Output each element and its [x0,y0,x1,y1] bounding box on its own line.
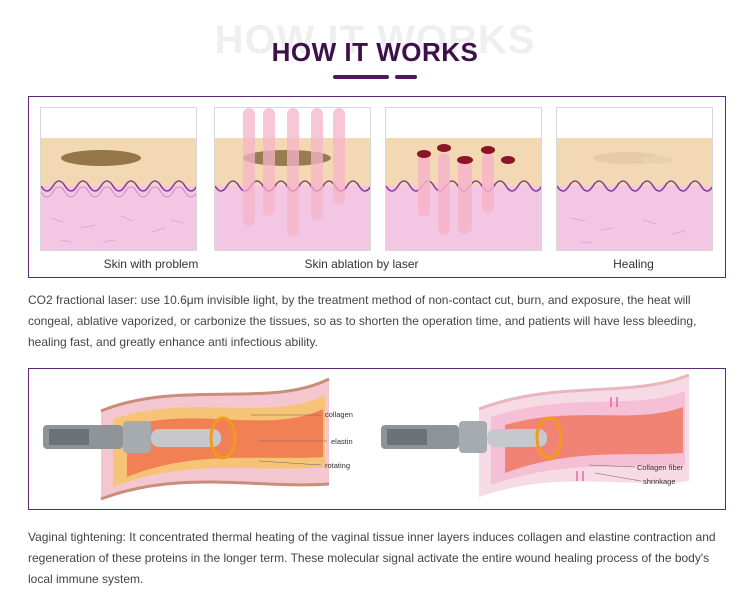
caption-skin-ablation: Skin ablation by laser [304,257,419,271]
stage-tile-problem [40,107,197,251]
label-collagen-fiber: Collagen fiber [637,463,684,472]
co2-laser-description: CO2 fractional laser: use 10.6μm invisib… [28,293,697,349]
stage-tile-laser-channels [385,107,542,251]
title-underline-left [333,75,389,79]
vaginal-diagram: collagen elastin rotating Collagen fiber… [43,373,690,501]
stage-tile-healing [556,107,713,251]
vaginal-diagram-panel: collagen elastin rotating Collagen fiber… [28,368,726,510]
section-header: HOW IT WORKS HOW IT WORKS [0,0,750,90]
skin-stages-panel: Skin with problem Skin ablation by laser… [28,96,726,278]
caption-healing: Healing [613,257,654,271]
header-ghost-text: HOW IT WORKS [214,18,536,62]
title-underline-right [395,75,417,79]
label-elastin: elastin [331,437,353,446]
vaginal-tightening-description: Vaginal tightening: It concentrated ther… [28,530,716,586]
caption-skin-with-problem: Skin with problem [103,257,199,271]
label-collagen: collagen [325,410,353,419]
page-title: HOW IT WORKS [271,37,479,67]
stage-tile-ablation [214,107,371,251]
label-shrinkage: shrinkage [643,477,676,486]
label-rotating: rotating [325,461,350,470]
